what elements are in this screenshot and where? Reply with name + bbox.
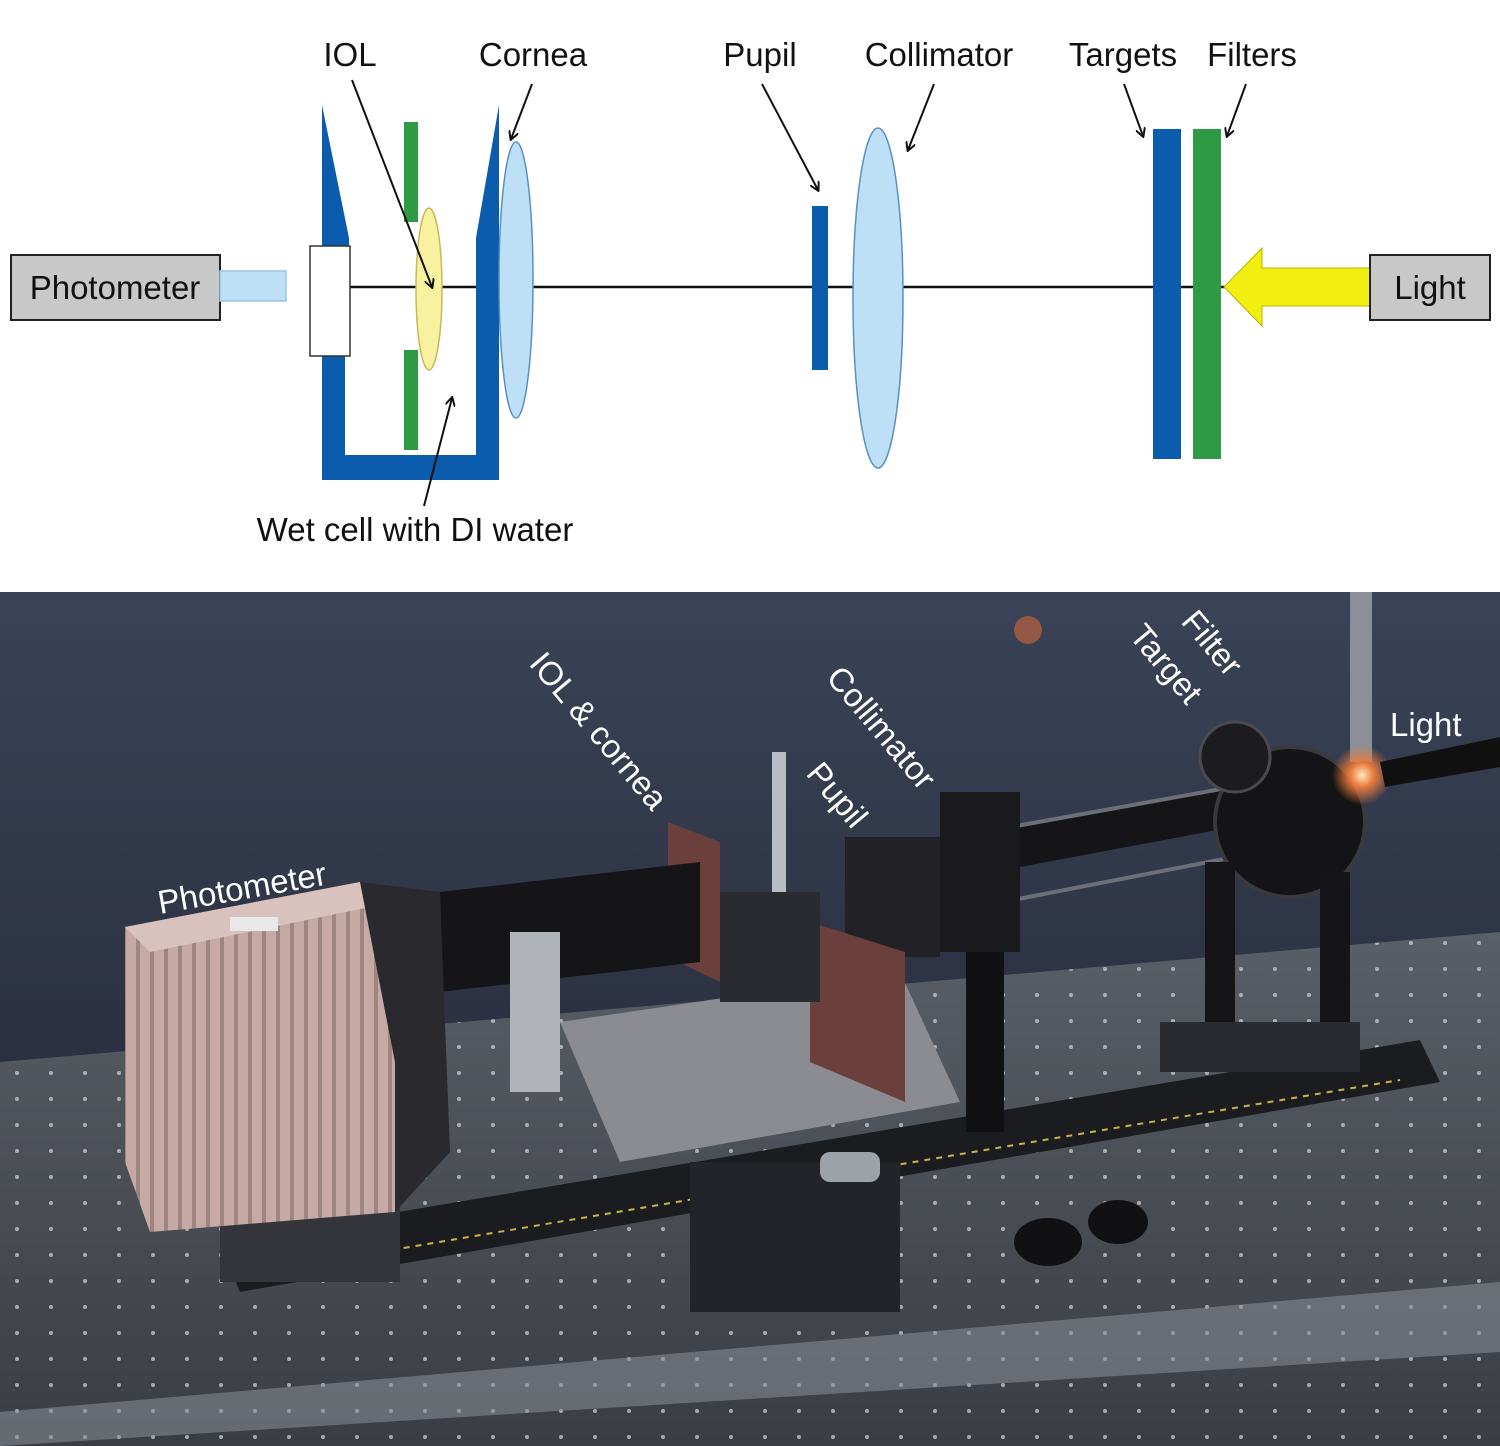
collimator-label: Collimator bbox=[865, 36, 1014, 73]
iol-arrow bbox=[351, 79, 432, 287]
wet-cell-arrow bbox=[423, 398, 452, 507]
optical-table-edge bbox=[0, 1282, 1500, 1446]
targets-label: Targets bbox=[1069, 36, 1177, 73]
filters-arrow bbox=[1227, 83, 1247, 136]
iol-holder-bottom bbox=[404, 350, 418, 450]
pupil-aperture bbox=[812, 206, 828, 370]
photometer-label: Photometer bbox=[30, 269, 201, 306]
light-arrow bbox=[1223, 246, 1371, 328]
table-ring-2 bbox=[1088, 1200, 1148, 1244]
iol-post bbox=[772, 752, 786, 932]
collimator-arrow bbox=[908, 83, 935, 150]
pupil-mount bbox=[845, 837, 940, 957]
photometer-front-ring bbox=[360, 882, 450, 1212]
light-label: Light bbox=[1394, 269, 1466, 306]
photometer-label-plate bbox=[230, 917, 278, 931]
iol-holder-top bbox=[404, 122, 418, 222]
filters-label: Filters bbox=[1207, 36, 1297, 73]
pupil-arrow bbox=[761, 83, 818, 190]
iol-lens bbox=[415, 207, 443, 371]
photo-light-label: Light bbox=[1390, 706, 1462, 743]
cornea-arrow bbox=[511, 83, 533, 139]
pupil-label: Pupil bbox=[723, 36, 796, 73]
photometer-tube bbox=[440, 862, 700, 992]
wheel-base bbox=[1160, 1022, 1360, 1072]
lamp-post bbox=[1350, 592, 1372, 762]
table-ring-1 bbox=[1014, 1218, 1082, 1266]
setup-photograph: Photometer IOL & cornea Pupil Collimator… bbox=[0, 592, 1500, 1446]
targets-arrow bbox=[1123, 83, 1143, 136]
cornea-lens bbox=[498, 141, 534, 419]
wet-cell-right-wall bbox=[476, 105, 499, 455]
light-box bbox=[1369, 254, 1491, 321]
wet-cell-label: Wet cell with DI water bbox=[257, 511, 574, 548]
lamp-glow bbox=[1332, 745, 1392, 805]
cornea-shield-right bbox=[810, 922, 905, 1102]
collimator-post bbox=[966, 952, 1004, 1132]
stage-block bbox=[690, 1162, 900, 1312]
collimator-mount bbox=[940, 792, 1020, 952]
iol-label: IOL bbox=[323, 36, 376, 73]
stage-micrometer bbox=[820, 1152, 880, 1182]
photometer-nozzle bbox=[219, 270, 287, 302]
photometer-tube-clamp bbox=[510, 932, 560, 1092]
targets-plate bbox=[1153, 129, 1181, 459]
iol-holder bbox=[720, 892, 820, 1002]
wet-cell-window bbox=[309, 245, 351, 357]
filters-plate bbox=[1193, 129, 1221, 459]
background-lamp-reflection bbox=[1014, 616, 1042, 644]
cornea-label: Cornea bbox=[479, 36, 588, 73]
photometer-body bbox=[125, 882, 395, 1232]
lamp-cable bbox=[1380, 737, 1500, 787]
collimator-lens bbox=[852, 127, 904, 469]
target-wheel bbox=[1198, 720, 1272, 794]
optical-schematic: Photometer Light IOL Cornea Pupil Collim… bbox=[10, 36, 1491, 548]
wet-cell-bottom bbox=[322, 455, 499, 480]
